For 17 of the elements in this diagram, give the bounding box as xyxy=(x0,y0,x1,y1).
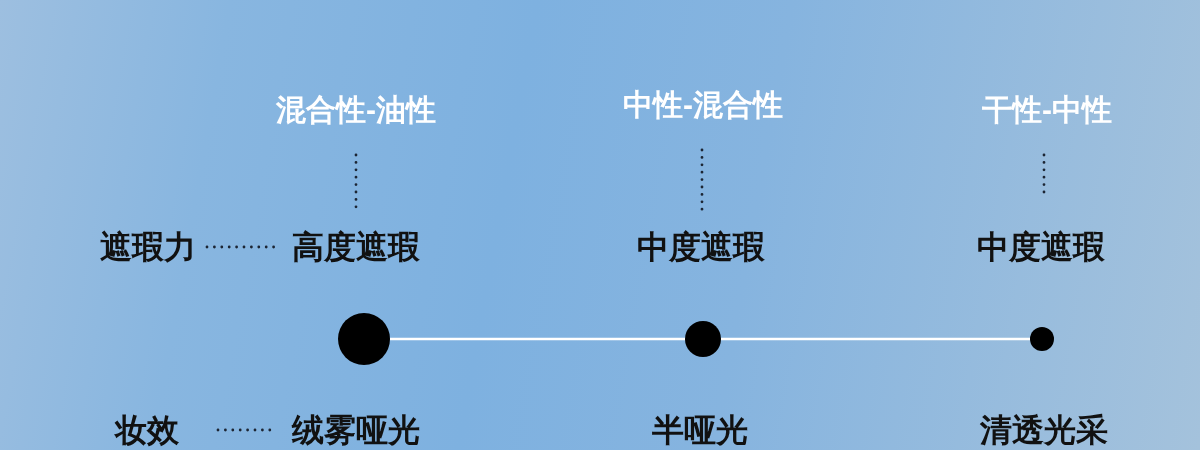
value-label: 半哑光 xyxy=(652,414,748,446)
dot-marker xyxy=(685,321,721,357)
column-heading: 混合性-油性 xyxy=(276,95,436,125)
value-label: 绒雾哑光 xyxy=(292,414,420,446)
column-heading: 中性-混合性 xyxy=(623,90,783,120)
dot-marker xyxy=(338,313,390,365)
dot-marker xyxy=(1030,327,1054,351)
value-label: 中度遮瑕 xyxy=(637,231,765,263)
dotted-line xyxy=(205,245,277,249)
connector-line xyxy=(390,337,685,341)
value-label: 中度遮瑕 xyxy=(977,231,1105,263)
connector-line xyxy=(721,337,1030,341)
column-heading: 干性-中性 xyxy=(982,95,1112,125)
row-label: 遮瑕力 xyxy=(100,231,196,263)
value-label: 清透光采 xyxy=(980,414,1108,446)
row-label: 妆效 xyxy=(115,414,179,446)
value-label: 高度遮瑕 xyxy=(292,231,420,263)
